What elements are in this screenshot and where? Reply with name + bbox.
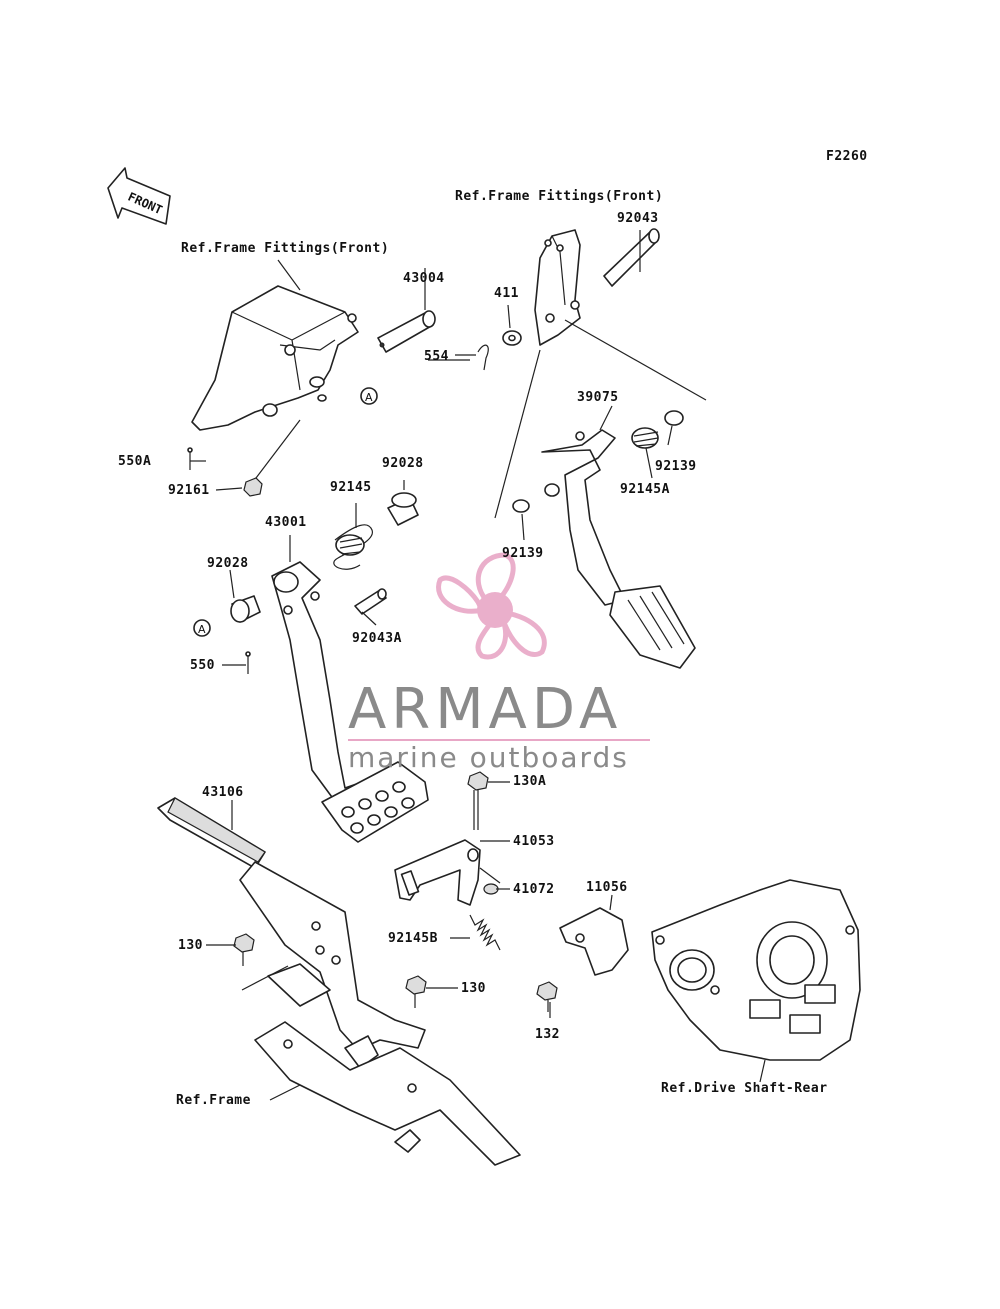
spring-92145: [333, 524, 373, 570]
pin-92043: [603, 228, 660, 287]
callout-a-upper: A: [360, 387, 378, 405]
svg-text:A: A: [365, 391, 373, 404]
label-part-92145: 92145: [330, 480, 372, 495]
bolt-130-right: [405, 975, 427, 1008]
clip-554: [455, 344, 489, 371]
bolt-130-left: [233, 933, 255, 966]
label-part-92139-lower: 92139: [502, 546, 544, 561]
leader-lines: [190, 259, 766, 1101]
pin-43004: [377, 268, 436, 353]
label-part-39075: 39075: [577, 390, 619, 405]
diagram-code: F2260: [826, 149, 868, 164]
left-frame-fitting-bracket: [191, 285, 359, 431]
drive-shaft-housing: [651, 879, 861, 1061]
label-part-43106: 43106: [202, 785, 244, 800]
nut-92161: [243, 419, 301, 497]
label-part-41053: 41053: [513, 834, 555, 849]
right-frame-fitting-bracket: [534, 229, 581, 346]
bolt-130a: [467, 771, 489, 830]
label-part-132: 132: [535, 1027, 560, 1042]
label-part-92139-upper: 92139: [655, 459, 697, 474]
watermark-subtitle: marine outboards: [348, 741, 629, 774]
label-part-130-right: 130: [461, 981, 486, 996]
label-part-130-left: 130: [178, 938, 203, 953]
label-part-130a: 130A: [513, 774, 547, 789]
parking-brake-lever-43106: [157, 797, 426, 1069]
pin-92043a: [354, 588, 387, 615]
brake-pedal-43001: [271, 561, 429, 843]
spring-92145b: [469, 914, 501, 951]
label-ref-drive-shaft-rear: Ref.Drive Shaft-Rear: [661, 1081, 828, 1096]
label-part-92028-upper: 92028: [382, 456, 424, 471]
svg-text:A: A: [198, 623, 206, 636]
label-part-411: 411: [494, 286, 519, 301]
watermark-title: ARMADA: [348, 677, 623, 742]
label-part-554: 554: [424, 349, 449, 364]
label-part-41072: 41072: [513, 882, 555, 897]
label-part-43004: 43004: [403, 271, 445, 286]
pedal-pad-holes: [341, 781, 415, 834]
label-ref-frame-fittings-right: Ref.Frame Fittings(Front): [455, 189, 664, 204]
label-ref-frame-fittings-left: Ref.Frame Fittings(Front): [181, 241, 390, 256]
bushing-92028: [230, 492, 419, 623]
label-ref-frame: Ref.Frame: [176, 1093, 251, 1108]
washer-411: [502, 304, 522, 346]
label-part-92145b: 92145B: [388, 931, 438, 946]
bracket-41053: [394, 839, 481, 906]
cotter-pin-550: [245, 651, 251, 674]
bolt-132: [536, 981, 558, 1012]
watermark-divider: [348, 739, 650, 741]
watermark-propeller-logo: [436, 552, 547, 660]
bracket-11056: [559, 907, 629, 976]
label-part-92028-lower: 92028: [207, 556, 249, 571]
label-part-43001: 43001: [265, 515, 307, 530]
frame-rail: [254, 963, 521, 1166]
callout-a-lower: A: [193, 619, 211, 637]
cotter-pin-550a: [187, 447, 193, 470]
front-arrow-icon: FRONT: [107, 167, 171, 225]
label-part-92043a: 92043A: [352, 631, 402, 646]
label-part-92043: 92043: [617, 211, 659, 226]
accelerator-pedal: [541, 429, 696, 669]
label-part-92145a: 92145A: [620, 482, 670, 497]
label-part-550: 550: [190, 658, 215, 673]
label-part-92161: 92161: [168, 483, 210, 498]
nut-41072: [483, 883, 499, 895]
label-part-11056: 11056: [586, 880, 628, 895]
label-part-550a: 550A: [118, 454, 152, 469]
spring-92145a: [512, 410, 684, 513]
